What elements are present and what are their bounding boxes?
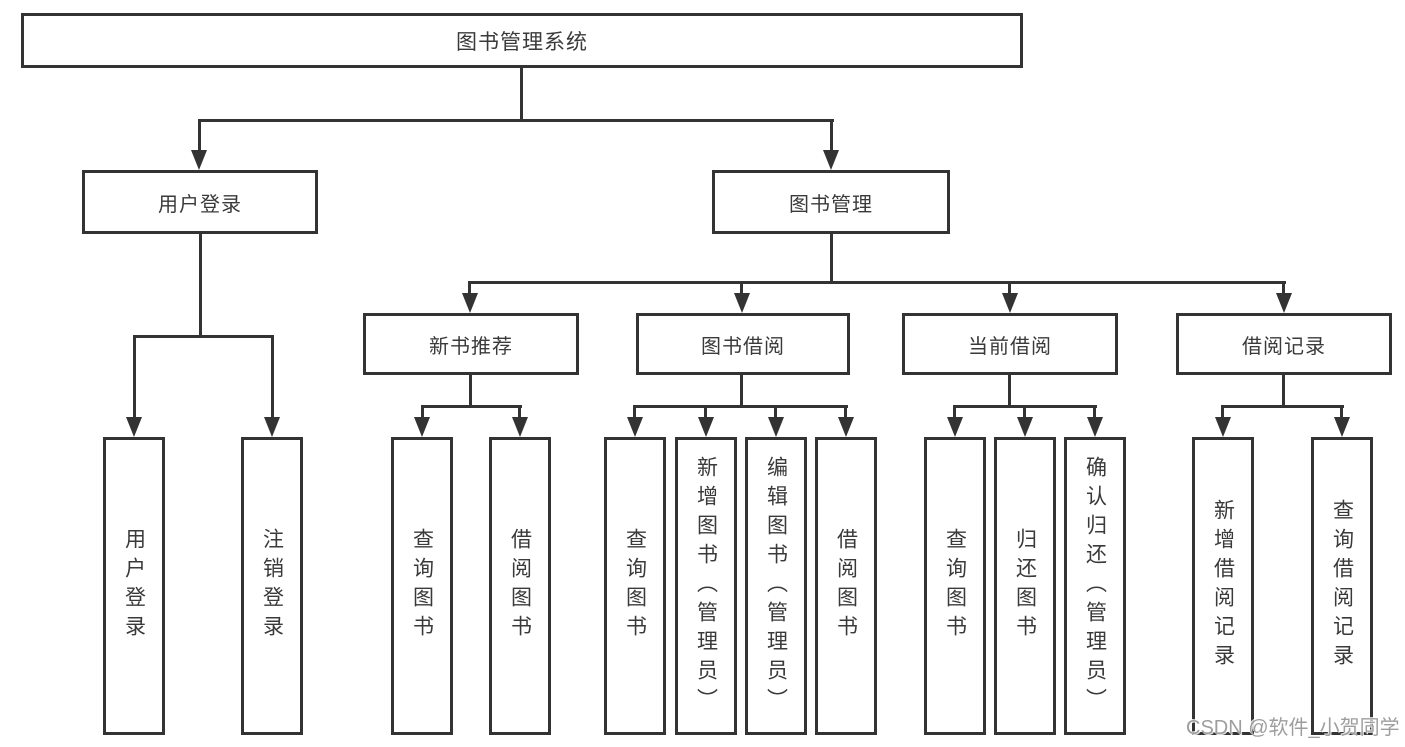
leaf-label: 查询图书 bbox=[410, 528, 434, 644]
connector-line bbox=[740, 281, 743, 295]
leaf-label: 编辑图书（管理员） bbox=[764, 455, 788, 717]
leaf-edit-book-admin: 编辑图书（管理员） bbox=[745, 437, 807, 735]
arrowhead-down-icon bbox=[1215, 417, 1231, 437]
leaf-label: 查询借阅记录 bbox=[1330, 499, 1354, 673]
leaf-label: 新增借阅记录 bbox=[1211, 499, 1235, 673]
connector-line bbox=[740, 375, 743, 407]
arrowhead-down-icon bbox=[1087, 417, 1103, 437]
leaf-label: 新增图书（管理员） bbox=[694, 455, 718, 717]
leaf-query-books-current: 查询图书 bbox=[924, 437, 986, 735]
leaf-label: 借阅图书 bbox=[834, 528, 858, 644]
leaf-label: 注销登录 bbox=[260, 528, 284, 644]
connector-line bbox=[1008, 281, 1011, 295]
arrowhead-down-icon bbox=[768, 417, 784, 437]
csdn-watermark: CSDN @软件_小贺同学 bbox=[1186, 717, 1400, 739]
connector-line bbox=[1093, 405, 1096, 419]
connector-line bbox=[469, 375, 472, 407]
connector-line bbox=[518, 405, 521, 419]
connector-line bbox=[421, 405, 522, 408]
connector-line bbox=[830, 234, 833, 282]
node-label: 图书借阅 bbox=[701, 335, 785, 358]
arrowhead-down-icon bbox=[264, 417, 280, 437]
arrowhead-down-icon bbox=[1002, 293, 1018, 313]
node-library-management-system: 图书管理系统 bbox=[21, 13, 1023, 68]
connector-line bbox=[830, 119, 833, 151]
node-book-management: 图书管理 bbox=[712, 170, 950, 234]
arrowhead-down-icon bbox=[823, 150, 839, 170]
arrowhead-down-icon bbox=[1276, 293, 1292, 313]
leaf-user-login: 用户登录 bbox=[103, 437, 165, 735]
connector-line bbox=[469, 281, 1286, 284]
connector-line bbox=[704, 405, 707, 419]
node-current-borrowing: 当前借阅 bbox=[902, 313, 1118, 375]
leaf-add-borrow-record: 新增借阅记录 bbox=[1192, 437, 1254, 735]
leaf-add-book-admin: 新增图书（管理员） bbox=[675, 437, 737, 735]
leaf-label: 查询图书 bbox=[943, 528, 967, 644]
arrowhead-down-icon bbox=[414, 417, 430, 437]
node-label: 当前借阅 bbox=[968, 335, 1052, 358]
node-new-book-recommendation: 新书推荐 bbox=[363, 313, 579, 375]
connector-line bbox=[133, 335, 136, 418]
connector-line bbox=[199, 234, 202, 336]
arrowhead-down-icon bbox=[947, 417, 963, 437]
connector-line bbox=[634, 405, 848, 408]
connector-line bbox=[198, 119, 201, 151]
connector-line bbox=[421, 405, 424, 419]
leaf-label: 归还图书 bbox=[1013, 528, 1037, 644]
node-borrowing-records: 借阅记录 bbox=[1176, 313, 1392, 375]
node-label: 图书管理 bbox=[789, 193, 873, 216]
connector-line bbox=[133, 335, 274, 338]
leaf-query-books-recommend: 查询图书 bbox=[391, 437, 453, 735]
leaf-confirm-return-admin: 确认归还（管理员） bbox=[1064, 437, 1126, 735]
connector-line bbox=[468, 281, 471, 295]
connector-line bbox=[953, 405, 956, 419]
arrowhead-down-icon bbox=[734, 293, 750, 313]
connector-line bbox=[1008, 375, 1011, 407]
node-user-login: 用户登录 bbox=[82, 170, 318, 234]
connector-line bbox=[1222, 405, 1344, 408]
connector-line bbox=[1023, 405, 1026, 419]
connector-line bbox=[1282, 375, 1285, 407]
connector-line bbox=[520, 68, 523, 120]
node-label: 借阅记录 bbox=[1242, 335, 1326, 358]
connector-line bbox=[1221, 405, 1224, 419]
connector-line bbox=[198, 119, 834, 122]
arrowhead-down-icon bbox=[698, 417, 714, 437]
leaf-borrow-books-borrowing: 借阅图书 bbox=[815, 437, 877, 735]
connector-line bbox=[1282, 281, 1285, 295]
leaf-borrow-books-recommend: 借阅图书 bbox=[489, 437, 551, 735]
leaf-label: 确认归还（管理员） bbox=[1083, 455, 1107, 717]
connector-line bbox=[1340, 405, 1343, 419]
leaf-label: 用户登录 bbox=[122, 528, 146, 644]
arrowhead-down-icon bbox=[191, 150, 207, 170]
connector-line bbox=[633, 405, 636, 419]
node-label: 新书推荐 bbox=[429, 335, 513, 358]
leaf-logout: 注销登录 bbox=[241, 437, 303, 735]
arrowhead-down-icon bbox=[512, 417, 528, 437]
arrowhead-down-icon bbox=[462, 293, 478, 313]
leaf-return-book: 归还图书 bbox=[994, 437, 1056, 735]
node-book-borrowing: 图书借阅 bbox=[636, 313, 850, 375]
leaf-label: 借阅图书 bbox=[508, 528, 532, 644]
leaf-label: 查询图书 bbox=[623, 528, 647, 644]
arrowhead-down-icon bbox=[838, 417, 854, 437]
connector-line bbox=[271, 335, 274, 418]
node-label: 用户登录 bbox=[158, 193, 242, 216]
node-label: 图书管理系统 bbox=[456, 30, 588, 54]
leaf-query-books-borrowing: 查询图书 bbox=[604, 437, 666, 735]
arrowhead-down-icon bbox=[126, 417, 142, 437]
connector-line bbox=[774, 405, 777, 419]
connector-line bbox=[844, 405, 847, 419]
arrowhead-down-icon bbox=[1334, 417, 1350, 437]
leaf-query-borrow-record: 查询借阅记录 bbox=[1311, 437, 1373, 735]
arrowhead-down-icon bbox=[627, 417, 643, 437]
arrowhead-down-icon bbox=[1017, 417, 1033, 437]
